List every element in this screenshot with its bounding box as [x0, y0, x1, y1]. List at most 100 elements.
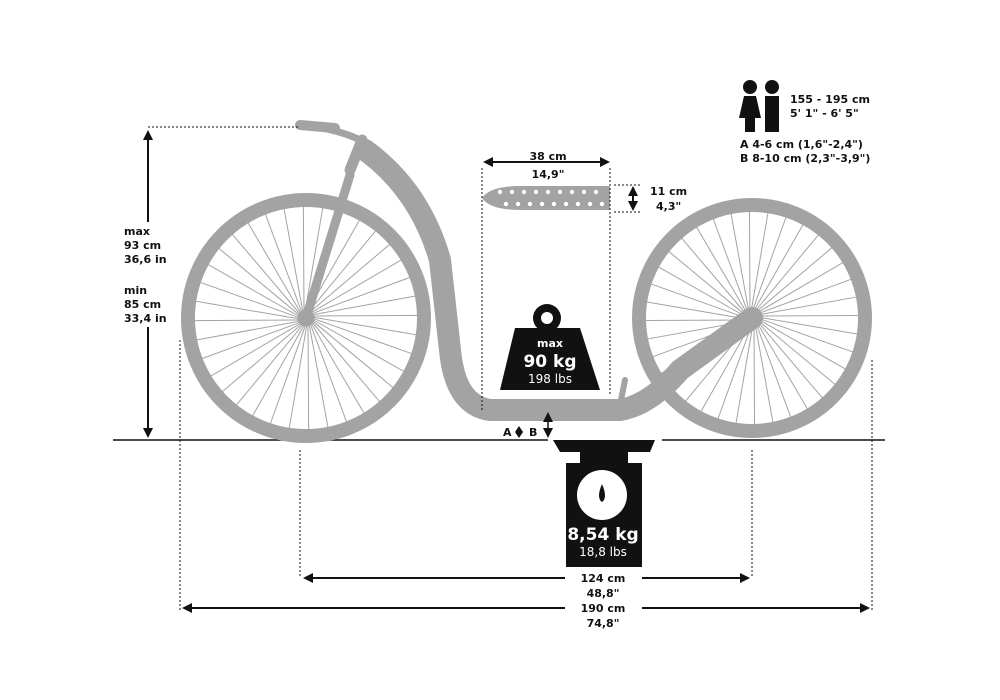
- spoke: [307, 321, 310, 430]
- bike-frame: [295, 120, 763, 421]
- spoke: [264, 213, 304, 316]
- spoke: [231, 233, 303, 317]
- deck-hole: [509, 189, 515, 195]
- min-cm: 85 cm: [124, 298, 161, 311]
- spoke: [308, 320, 348, 423]
- spoke: [753, 321, 756, 425]
- spoke: [717, 321, 754, 420]
- max-load-lbs: 198 lbs: [528, 372, 572, 386]
- max-cm: 93 cm: [124, 239, 161, 252]
- handlebar-height-dimension: max 93 cm 36,6 in min 85 cm 33,4 in: [122, 126, 298, 438]
- spoke: [194, 319, 303, 322]
- deck-hole: [587, 201, 593, 207]
- spoke: [712, 218, 750, 316]
- deck-hole: [539, 201, 545, 207]
- deck-hole: [575, 201, 581, 207]
- spoke: [754, 278, 852, 316]
- spoke: [288, 321, 308, 429]
- deck-hole: [551, 201, 557, 207]
- spoke: [755, 316, 854, 353]
- spoke: [753, 246, 833, 315]
- marker-b: B: [529, 426, 537, 439]
- deck-hole: [497, 189, 503, 195]
- spoke: [730, 213, 750, 316]
- deck-hole: [533, 189, 539, 195]
- total-length-cm: 190 cm: [581, 602, 626, 615]
- spoke: [309, 318, 394, 389]
- spoke: [307, 259, 402, 315]
- max-label: max: [124, 225, 150, 238]
- spoke: [199, 281, 303, 320]
- deck-hole: [593, 189, 599, 195]
- front-wheel: [181, 193, 431, 443]
- spoke: [218, 247, 303, 318]
- spoke: [302, 206, 305, 315]
- max-load-label: max: [537, 337, 563, 350]
- max-load-kg: 90 kg: [523, 352, 576, 372]
- spoke: [196, 320, 304, 341]
- spoke: [754, 296, 857, 316]
- weight-kg: 8,54 kg: [567, 525, 638, 545]
- spoke: [309, 314, 418, 317]
- spoke: [309, 317, 405, 373]
- spoke: [752, 234, 820, 315]
- spoke: [309, 316, 413, 355]
- rear-wheel: [632, 198, 872, 438]
- spoke: [195, 300, 303, 320]
- spoke: [235, 321, 306, 406]
- wheelbase-in: 48,8": [587, 587, 620, 600]
- spoke: [755, 318, 836, 386]
- max-in: 36,6 in: [124, 253, 167, 266]
- man-woman-icon: [739, 80, 779, 132]
- spoke: [306, 230, 377, 315]
- spoke: [755, 319, 809, 410]
- length-dimensions: [179, 340, 873, 613]
- deck-dimension: 38 cm 14,9" 11 cm 4,3": [481, 150, 687, 410]
- clearance-a: A 4-6 cm (1,6"-2,4"): [740, 138, 863, 151]
- marker-a: A: [503, 426, 512, 439]
- spoke: [755, 314, 859, 317]
- weight-lbs: 18,8 lbs: [579, 545, 627, 559]
- clearance-markers: A B: [503, 412, 553, 439]
- deck-hole: [515, 201, 521, 207]
- deck-hole: [503, 201, 509, 207]
- spoke: [309, 319, 381, 403]
- spoke: [668, 250, 749, 318]
- total-length-in: 74,8": [587, 617, 620, 630]
- spoke: [646, 301, 749, 320]
- spoke: [304, 207, 324, 315]
- deck-hole: [557, 189, 563, 195]
- spoke: [755, 319, 824, 399]
- spoke: [755, 316, 858, 335]
- deck-width-in: 4,3": [656, 200, 681, 213]
- deck-hole: [527, 201, 533, 207]
- deck-hole: [581, 189, 587, 195]
- spoke: [309, 316, 417, 336]
- spoke: [210, 321, 305, 377]
- spoke: [748, 211, 751, 315]
- rider-height-imperial: 5' 1" - 6' 5": [790, 107, 859, 120]
- spoke: [695, 226, 749, 317]
- spoke: [754, 320, 774, 423]
- deck-hole: [563, 201, 569, 207]
- deck-hole: [545, 189, 551, 195]
- min-in: 33,4 in: [124, 312, 167, 325]
- wheelbase-cm: 124 cm: [581, 572, 626, 585]
- spoke: [750, 216, 787, 315]
- spoke: [308, 320, 329, 428]
- min-label: min: [124, 284, 147, 297]
- deck-length-cm: 38 cm: [529, 150, 566, 163]
- spoke: [221, 321, 305, 393]
- spoke: [283, 208, 304, 316]
- deck-plate: [482, 186, 610, 210]
- spoke: [657, 266, 749, 319]
- clearance-b: B 8-10 cm (2,3"-3,9"): [740, 152, 870, 165]
- spoke: [750, 212, 769, 315]
- spoke: [269, 321, 308, 425]
- spoke: [207, 263, 303, 319]
- deck-hole: [599, 201, 605, 207]
- spoke: [201, 320, 304, 360]
- spoke: [735, 321, 754, 424]
- spoke: [308, 276, 411, 316]
